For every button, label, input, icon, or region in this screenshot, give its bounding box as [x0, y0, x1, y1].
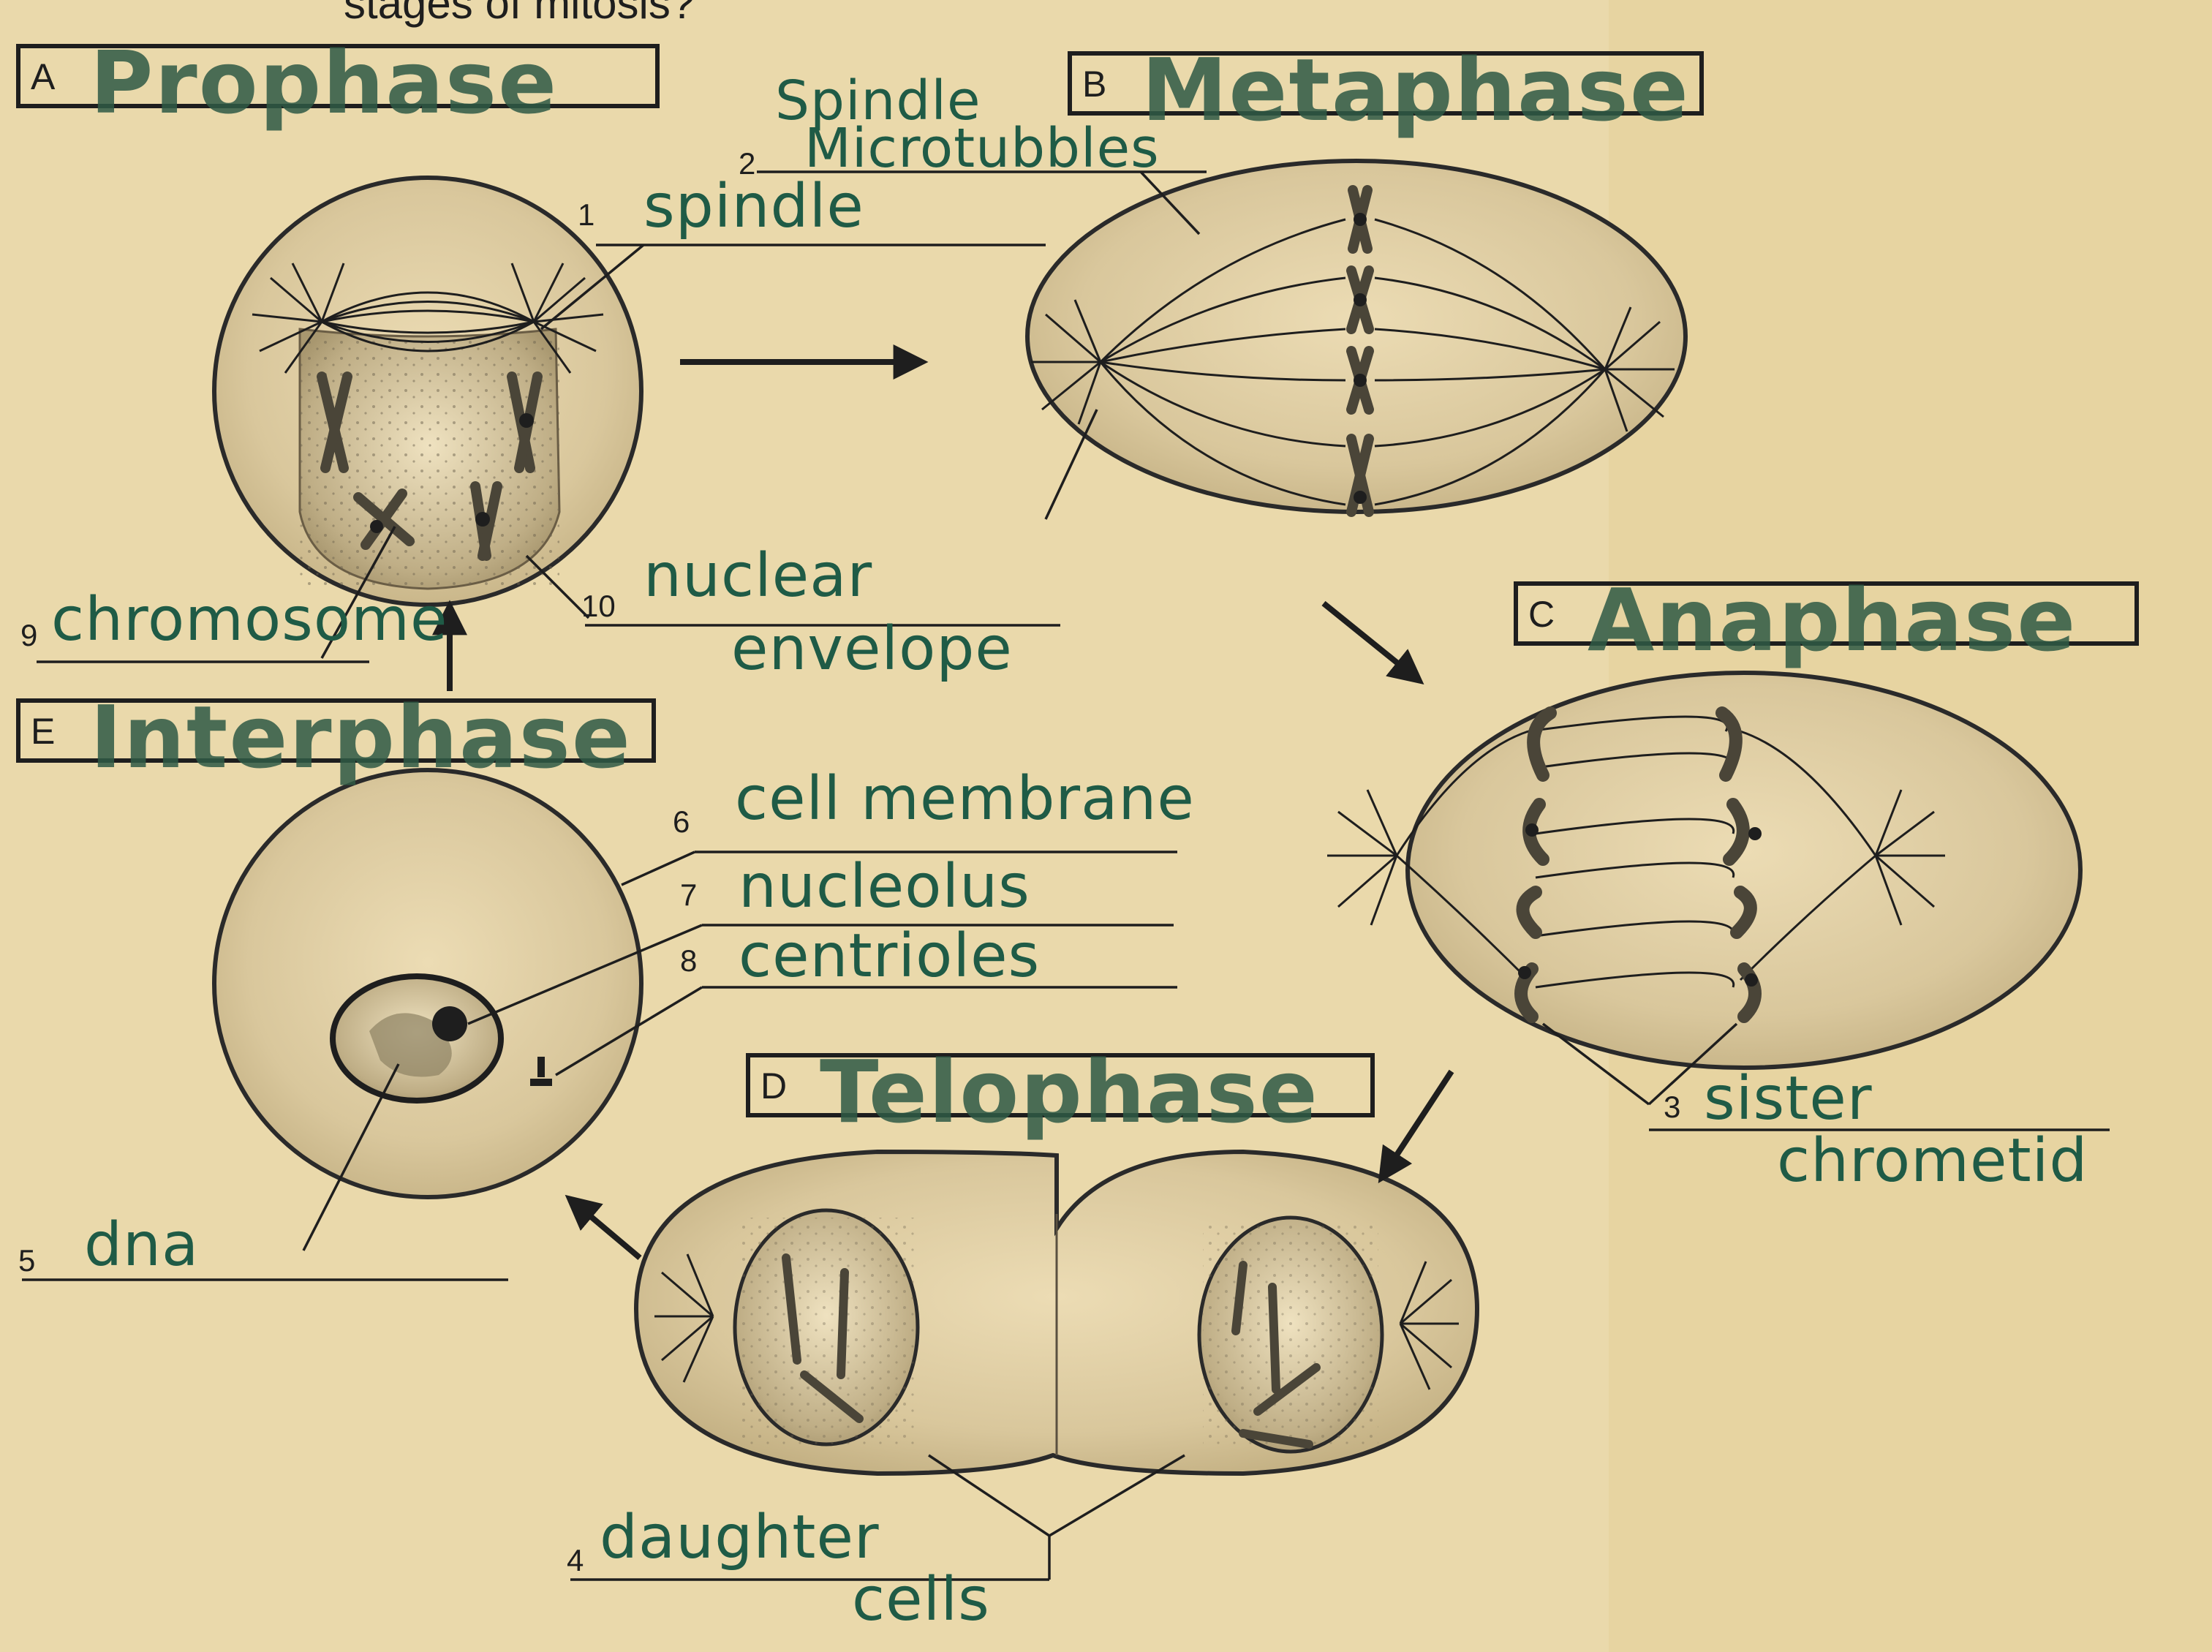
stage-box-d: D Telophase: [746, 1053, 1375, 1117]
stage-letter-c: C: [1528, 593, 1555, 635]
label-number-5: 5: [18, 1243, 35, 1278]
answer-10-line1: nuclear: [643, 541, 872, 611]
answer-8-centrioles: centrioles: [739, 921, 1040, 991]
stage-letter-a: A: [31, 56, 55, 98]
interphase-cell: [214, 770, 641, 1197]
label-number-7: 7: [680, 878, 697, 913]
label-number-1: 1: [578, 197, 594, 233]
telophase-cell: [636, 1152, 1477, 1474]
answer-4-line2: cells: [852, 1565, 990, 1634]
answer-6-cell-membrane: cell membrane: [735, 764, 1195, 834]
answer-7-nucleolus: nucleolus: [739, 852, 1030, 921]
stage-name-e: Interphase: [90, 687, 632, 788]
stage-name-a: Prophase: [90, 32, 558, 133]
answer-3-line1: sister: [1704, 1064, 1873, 1134]
stage-name-d: Telophase: [820, 1041, 1319, 1142]
stage-box-e: E Interphase: [16, 698, 656, 763]
label-number-9: 9: [20, 618, 37, 653]
stage-letter-d: D: [760, 1065, 787, 1107]
stage-box-a: A Prophase: [16, 44, 660, 108]
prophase-cell: [214, 178, 641, 605]
stage-letter-e: E: [31, 710, 55, 753]
stage-box-b: B Metaphase: [1068, 51, 1704, 116]
label-number-3: 3: [1664, 1090, 1680, 1125]
stage-letter-b: B: [1082, 63, 1106, 105]
header-text: stages of mitosis?: [344, 0, 695, 29]
stage-name-c: Anaphase: [1588, 570, 2077, 671]
answer-4-line1: daughter: [600, 1503, 880, 1572]
answer-5-dna: dna: [84, 1210, 199, 1280]
centriole-mark: [537, 1057, 545, 1077]
metaphase-cell: [1027, 161, 1686, 512]
answer-10-line2: envelope: [731, 614, 1013, 684]
answer-2-line2: Microtubbles: [804, 117, 1160, 180]
stage-box-c: C Anaphase: [1514, 581, 2139, 646]
stage-name-b: Metaphase: [1141, 39, 1690, 140]
answer-1-spindle: spindle: [643, 172, 864, 241]
label-number-8: 8: [680, 943, 697, 978]
label-number-6: 6: [673, 804, 690, 840]
answer-9-chromosome: chromosome: [51, 585, 448, 655]
nucleolus-dot: [432, 1006, 467, 1041]
answer-3-line2: chrometid: [1777, 1126, 2088, 1196]
label-number-10: 10: [581, 589, 616, 624]
label-number-4: 4: [567, 1543, 584, 1578]
